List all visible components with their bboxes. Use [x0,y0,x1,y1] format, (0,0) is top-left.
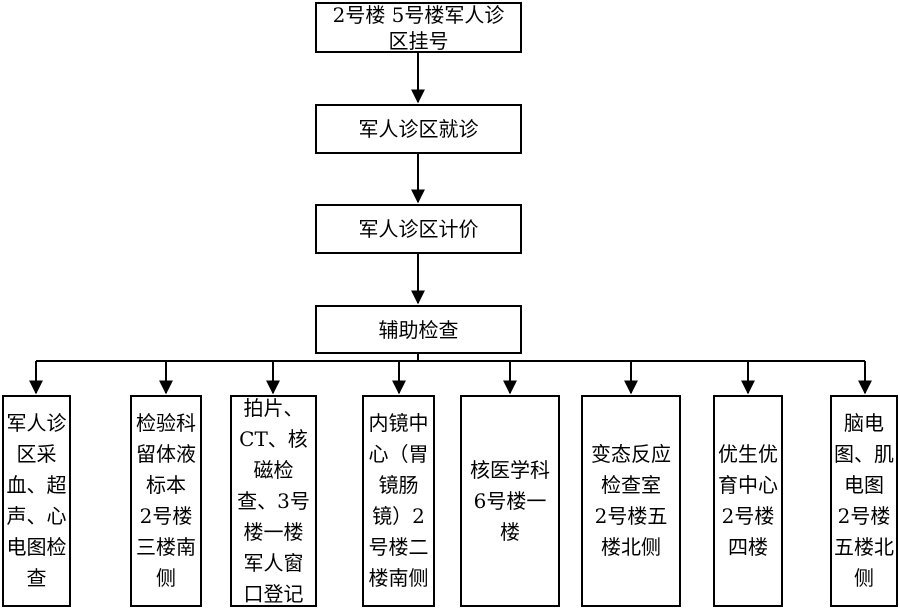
node-registration-label: 2号楼 5号楼军人诊 区挂号 [332,2,505,53]
branch-node-2: 检验科 留体液 标本 2号楼 三楼南 侧 [130,395,202,607]
branch-node-4-label: 内镜中 心（胃 镜肠 镜）2 号楼二 楼南侧 [368,411,429,590]
branch-node-5-label: 核医学科 6号楼一 楼 [470,457,550,544]
branch-node-7: 优生优 育中心 2号楼 四楼 [713,395,783,607]
node-pricing: 军人诊区计价 [315,204,522,254]
branch-node-8: 脑电 图、肌 电图 2号楼 五楼北 侧 [830,395,898,607]
branch-node-6-label: 变态反应 检查室 2号楼五 楼北侧 [591,442,671,559]
node-registration: 2号楼 5号楼军人诊 区挂号 [315,2,522,53]
branch-node-1: 军人诊 区采 血、超 声、心 电图检 查 [2,395,71,607]
node-consultation-label: 军人诊区就诊 [358,117,479,141]
branch-node-4: 内镜中 心（胃 镜肠 镜）2 号楼二 楼南侧 [362,395,435,607]
node-pricing-label: 军人诊区计价 [358,217,479,241]
branch-node-5: 核医学科 6号楼一 楼 [460,395,560,607]
node-consultation: 军人诊区就诊 [315,104,522,154]
branch-node-2-label: 检验科 留体液 标本 2号楼 三楼南 侧 [136,411,196,590]
branch-node-6: 变态反应 检查室 2号楼五 楼北侧 [581,395,681,607]
branch-node-8-label: 脑电 图、肌 电图 2号楼 五楼北 侧 [834,411,894,590]
node-auxiliary-exam: 辅助检查 [315,305,522,354]
branch-node-3: 拍片、 CT、核 磁检 查、3号 楼一楼 军人窗 口登记 [230,395,317,607]
branch-node-3-label: 拍片、 CT、核 磁检 查、3号 楼一楼 军人窗 口登记 [237,395,310,606]
branch-node-7-label: 优生优 育中心 2号楼 四楼 [718,442,778,559]
branch-node-1-label: 军人诊 区采 血、超 声、心 电图检 查 [6,411,67,590]
node-auxiliary-exam-label: 辅助检查 [378,317,459,342]
